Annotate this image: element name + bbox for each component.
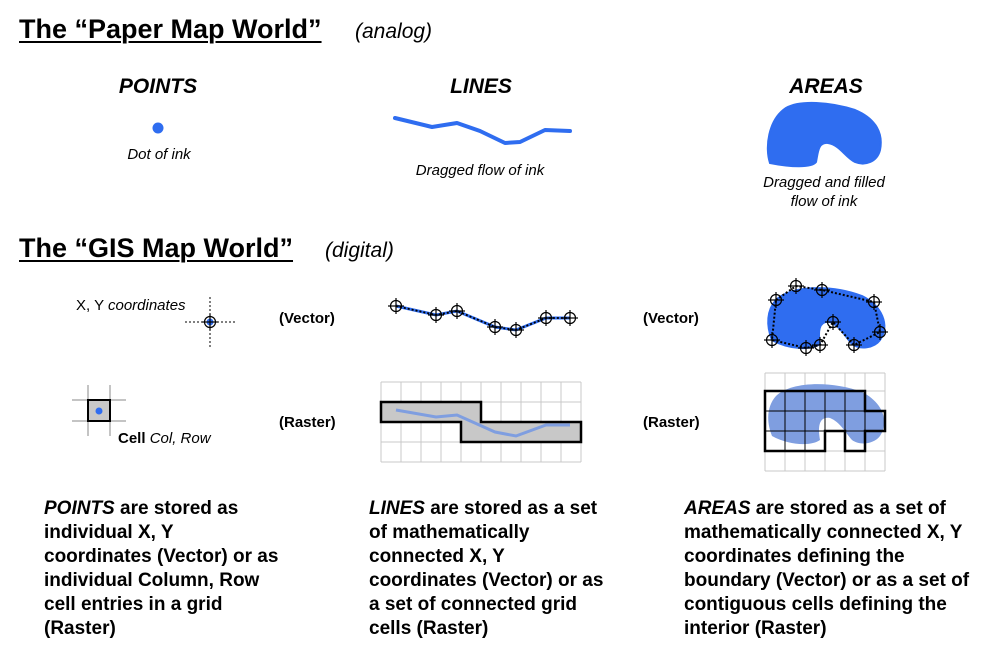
areas-note: AREAS are stored as a set of mathematica… <box>684 498 970 639</box>
points-note: POINTS are stored as individual X, Y coo… <box>44 498 279 639</box>
vector-tag-lines: (Vector) <box>643 310 699 327</box>
area-caption-1: Dragged and filled <box>763 174 885 191</box>
cell-col-row-label: Cell Col, Row <box>118 430 211 447</box>
points-heading: POINTS <box>118 75 198 98</box>
vector-line <box>387 297 579 339</box>
gis-map-subtitle: (digital) <box>325 239 394 262</box>
paper-map-title: The “Paper Map World” <box>19 14 322 44</box>
raster-point <box>72 385 126 436</box>
raster-tag-points: (Raster) <box>279 414 336 431</box>
vector-tag-points: (Vector) <box>279 310 335 327</box>
raster-line <box>379 381 583 463</box>
vector-point <box>185 297 235 347</box>
ink-dot <box>152 122 164 134</box>
paper-map-subtitle: (analog) <box>355 20 433 43</box>
area-caption-2: flow of ink <box>790 193 858 210</box>
point-caption: Dot of ink <box>127 146 191 163</box>
lines-heading: LINES <box>450 75 512 98</box>
lines-note: LINES are stored as a set of mathematica… <box>369 498 604 639</box>
xy-coordinates-label: X, Y coordinates <box>76 297 186 314</box>
ink-line <box>393 116 572 145</box>
raster-area <box>763 372 887 472</box>
raster-tag-lines: (Raster) <box>643 414 700 431</box>
vector-area <box>763 277 889 357</box>
areas-heading: AREAS <box>789 75 863 98</box>
line-caption: Dragged flow of ink <box>415 162 545 179</box>
ink-area <box>766 101 882 168</box>
gis-map-title: The “GIS Map World” <box>19 233 294 263</box>
